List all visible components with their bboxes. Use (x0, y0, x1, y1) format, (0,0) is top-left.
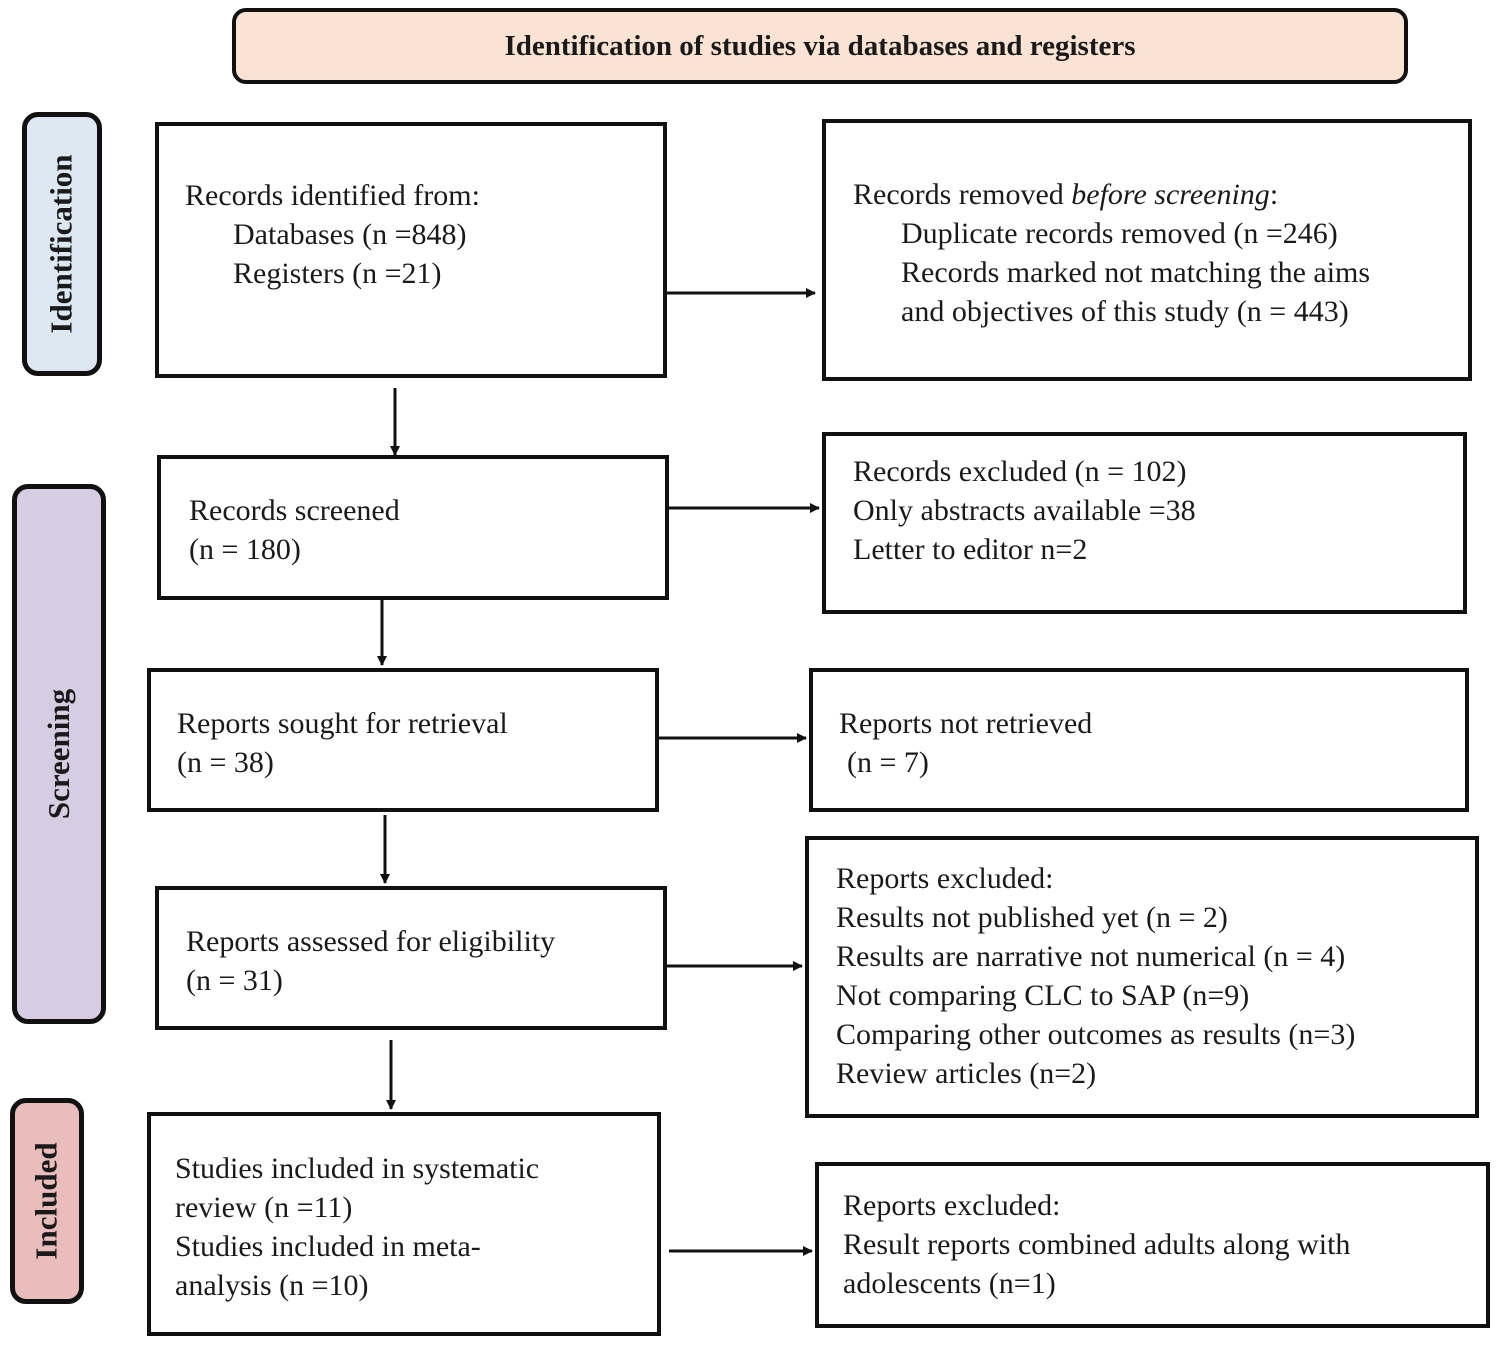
only-abstracts-available: Only abstracts available =38 (853, 494, 1196, 527)
studies-meta-line1: Studies included in meta- (175, 1230, 481, 1263)
reports-sought-count: (n = 38) (177, 746, 274, 779)
reports-assessed-box: Reports assessed for eligibility (n = 31… (155, 886, 667, 1030)
reports-excluded-eligibility-box: Reports excluded: Results not published … (805, 836, 1479, 1118)
duplicate-records-removed: Duplicate records removed (n =246) (901, 217, 1338, 250)
not-comparing-clc-sap: Not comparing CLC to SAP (n=9) (836, 979, 1250, 1012)
reports-assessed-label: Reports assessed for eligibility (186, 925, 556, 958)
records-registers: Registers (n =21) (233, 257, 442, 290)
reports-excluded-adults-title: Reports excluded: (843, 1189, 1061, 1222)
reports-not-retrieved-box: Reports not retrieved (n = 7) (809, 668, 1469, 812)
phase-identification: Identification (22, 112, 102, 376)
records-excluded-count: Records excluded (n = 102) (853, 455, 1187, 488)
records-screened-box: Records screened (n = 180) (157, 455, 669, 600)
results-not-published: Results not published yet (n = 2) (836, 901, 1228, 934)
reports-sought-box: Reports sought for retrieval (n = 38) (147, 668, 659, 812)
reports-sought-label: Reports sought for retrieval (177, 707, 508, 740)
results-narrative: Results are narrative not numerical (n =… (836, 940, 1346, 973)
reports-excluded-adults-box: Reports excluded: Result reports combine… (815, 1162, 1490, 1328)
header-title: Identification of studies via databases … (504, 29, 1136, 62)
reports-assessed-count: (n = 31) (186, 964, 283, 997)
comparing-other-outcomes: Comparing other outcomes as results (n=3… (836, 1018, 1356, 1051)
letter-to-editor: Letter to editor n=2 (853, 533, 1088, 566)
records-removed-box: Records removed before screening: Duplic… (822, 119, 1472, 381)
reports-not-retrieved-count: (n = 7) (847, 746, 929, 779)
reports-excluded-title: Reports excluded: (836, 862, 1054, 895)
records-identified-box: Records identified from: Databases (n =8… (155, 122, 667, 378)
records-identified-title: Records identified from: (185, 179, 480, 212)
studies-meta-line2: analysis (n =10) (175, 1269, 369, 1302)
reports-not-retrieved-label: Reports not retrieved (839, 707, 1093, 740)
combined-adults-line2: adolescents (n=1) (843, 1267, 1056, 1300)
records-not-matching-line2: and objectives of this study (n = 443) (901, 295, 1349, 328)
phase-screening: Screening (12, 484, 106, 1024)
combined-adults-line1: Result reports combined adults along wit… (843, 1228, 1351, 1261)
records-removed-title: Records removed before screening: (853, 178, 1279, 211)
records-screened-count: (n = 180) (189, 533, 301, 566)
studies-systematic-line2: review (n =11) (175, 1191, 353, 1224)
studies-included-box: Studies included in systematic review (n… (147, 1112, 661, 1336)
header-banner: Identification of studies via databases … (232, 8, 1408, 84)
studies-systematic-line1: Studies included in systematic (175, 1152, 540, 1185)
records-excluded-box: Records excluded (n = 102) Only abstract… (822, 432, 1467, 614)
records-not-matching-line1: Records marked not matching the aims (901, 256, 1371, 289)
records-databases: Databases (n =848) (233, 218, 467, 251)
phase-included: Included (10, 1098, 84, 1304)
records-screened-label: Records screened (189, 494, 400, 527)
review-articles: Review articles (n=2) (836, 1057, 1097, 1090)
